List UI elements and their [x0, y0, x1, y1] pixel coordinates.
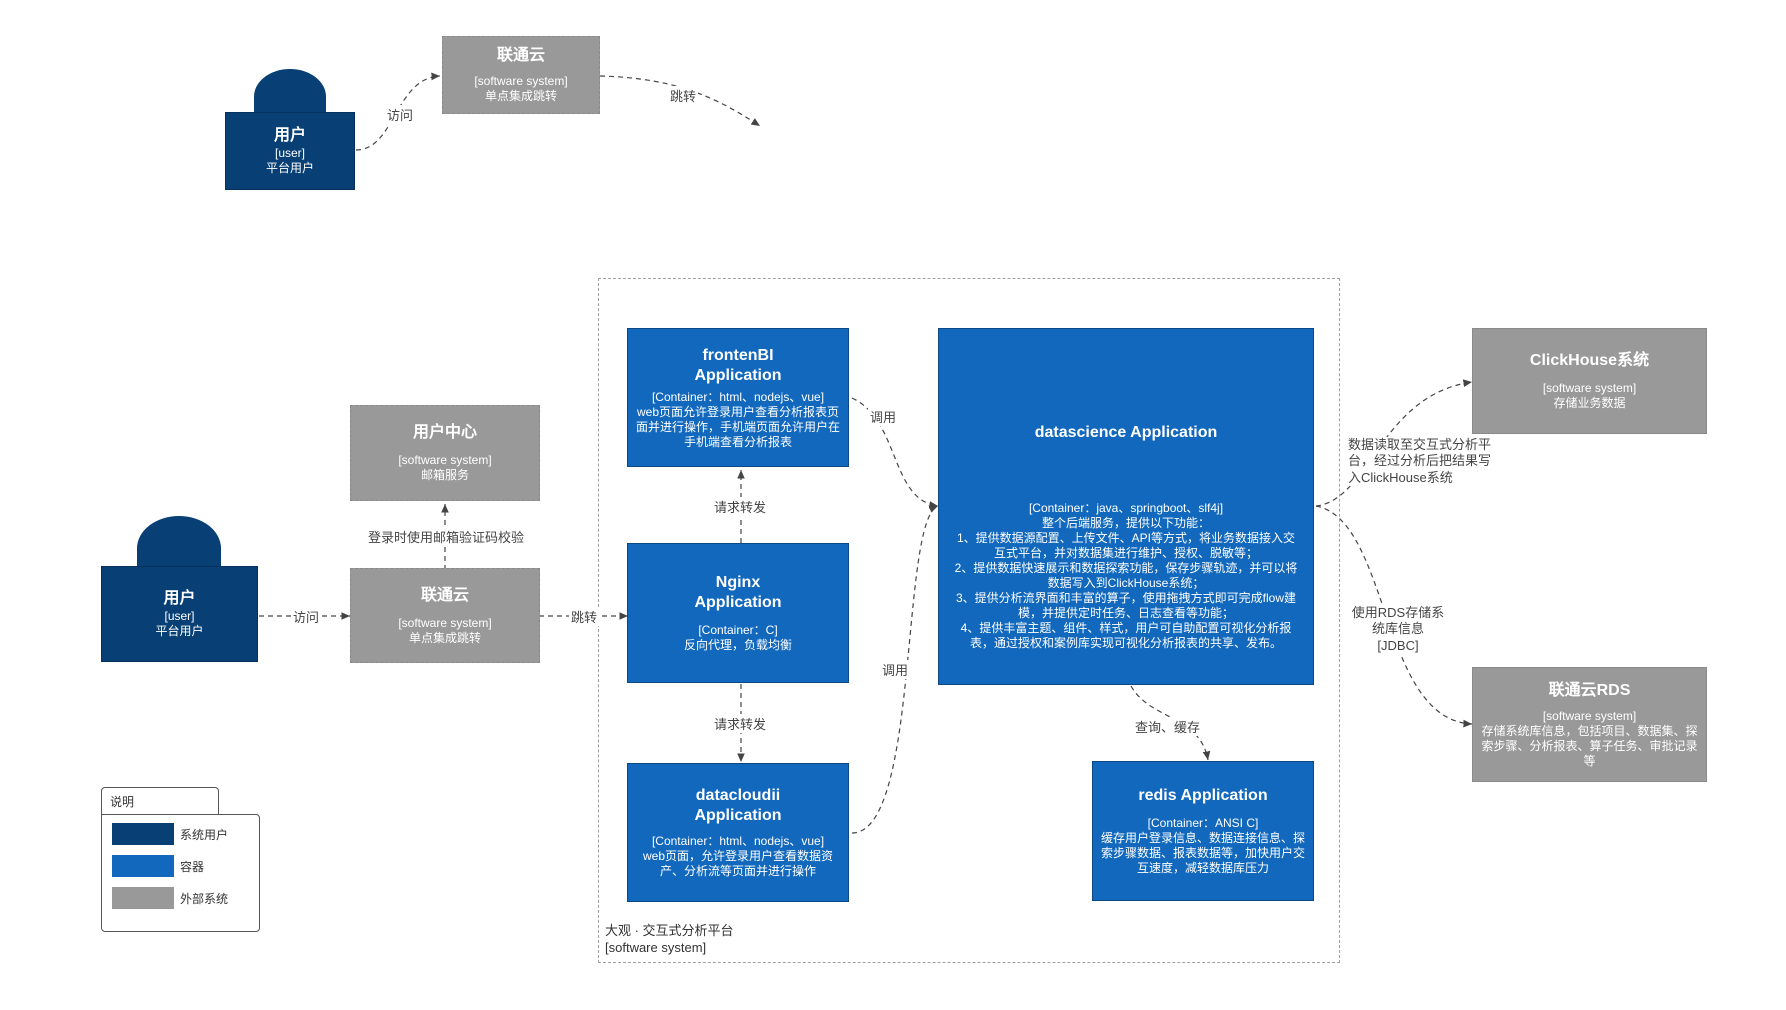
legend: 系统用户 容器 外部系统 [101, 814, 260, 932]
legend-label-external: 外部系统 [180, 892, 229, 906]
person-desc: 平台用户 [155, 624, 204, 638]
system-title: 联通云 [420, 586, 469, 604]
edge-top-jump [599, 75, 761, 127]
container-title: datacloudii [695, 787, 781, 804]
system-desc: 存储系统库信息，包括项目、数据集、探索步骤、分析报表、算子任务、审批记录等 [1481, 723, 1698, 768]
legend-swatch-external [112, 887, 174, 909]
label-call1: 调用 [868, 407, 899, 426]
container-tech: [Container：C] [698, 623, 778, 637]
container-desc-4: 4、提供丰富主题、组件、样式，用户可自助配置可视化分析报表，通过授权和案例库实现… [960, 621, 1292, 650]
edge-call2 [851, 505, 939, 834]
system-title: 用户中心 [412, 424, 477, 441]
label-query: 查询、缓存 [1133, 717, 1203, 736]
label-forward1: 请求转发 [712, 497, 769, 516]
system-unicom[interactable]: 联通云 [software system] 单点集成跳转 [350, 568, 540, 663]
system-desc: 单点集成跳转 [408, 630, 481, 645]
label-rds-tech: [JDBC] [1377, 637, 1419, 653]
legend-label-user: 系统用户 [180, 828, 229, 842]
container-title-2: Application [694, 366, 782, 384]
container-desc-3: 3、提供分析流界面和丰富的算子，使用拖拽方式即可完成flow建模，并提供定时任务… [955, 591, 1297, 620]
person-type: [user] [164, 609, 195, 623]
boundary-type: [software system] [605, 939, 707, 955]
container-desc: 缓存用户登录信息、数据连接信息、探索步骤数据、报表数据等，加快用户交互速度，减轻… [1100, 831, 1305, 875]
person-title: 用户 [163, 590, 196, 607]
container-title: redis Application [1138, 787, 1268, 804]
legend-label-container: 容器 [180, 860, 205, 874]
system-title: 联通云 [496, 47, 545, 64]
label-clickhouse: 数据读取至交互式分析平台，经过分析后把结果写入ClickHouse系统 [1346, 437, 1500, 486]
label-top-visit: 访问 [385, 105, 416, 124]
label-top-jump: 跳转 [668, 86, 699, 105]
person-title: 用户 [273, 127, 306, 144]
system-desc: 单点集成跳转 [484, 89, 557, 103]
person-head [137, 516, 221, 570]
label-call2: 调用 [880, 660, 911, 679]
system-type: [software system] [398, 615, 492, 630]
container-tech: [Container：html、nodejs、vue] [651, 834, 825, 848]
container-title: frontenBI [702, 346, 774, 364]
container-title: datascience Application [1034, 424, 1218, 441]
container-redis[interactable]: redis Application [Container：ANSI C] 缓存用… [1092, 761, 1314, 901]
system-type: [software system] [474, 74, 568, 88]
container-datascience[interactable]: datascience Application [Container：java、… [938, 328, 1314, 685]
container-desc-intro: 整个后端服务，提供以下功能： [1041, 516, 1210, 530]
edge-call1 [851, 397, 939, 509]
legend-swatch-container [112, 855, 174, 877]
system-title: ClickHouse系统 [1529, 352, 1650, 369]
label-forward2: 请求转发 [712, 714, 769, 733]
person-head-top [254, 69, 326, 115]
system-type: [software system] [398, 453, 492, 467]
edge-clickhouse [1315, 379, 1473, 507]
system-unicom-top[interactable]: 联通云 [software system] 单点集成跳转 [442, 36, 600, 114]
label-rds: 使用RDS存储系统库信息 [JDBC] [1348, 605, 1448, 654]
container-title-2: Application [694, 594, 782, 611]
system-clickhouse[interactable]: ClickHouse系统 [software system] 存储业务数据 [1472, 328, 1707, 434]
person-type: [user] [274, 146, 305, 160]
system-usercenter[interactable]: 用户中心 [software system] 邮箱服务 [350, 405, 540, 501]
container-tech: [Container：html、nodejs、vue] [651, 389, 825, 404]
legend-title: 说明 [101, 787, 219, 815]
system-type: [software system] [1542, 708, 1637, 723]
boundary-name: 大观 · 交互式分析平台 [605, 923, 734, 938]
container-datacloud[interactable]: datacloudii Application [Container：html、… [627, 763, 849, 902]
label-visit: 访问 [291, 607, 322, 626]
container-desc-2: 2、提供数据快速展示和数据探索功能，保存步骤轨迹，并可以将数据写入到ClickH… [954, 561, 1298, 590]
container-desc: 反向代理，负载均衡 [683, 638, 792, 652]
container-desc: web页面，允许登录用户查看数据资产、分析流等页面并进行操作 [642, 849, 833, 878]
container-title: Nginx [715, 574, 761, 591]
label-email: 登录时使用邮箱验证码校验 [366, 527, 527, 546]
person-user[interactable]: 用户 [user] 平台用户 [101, 566, 258, 662]
container-nginx[interactable]: Nginx Application [Container：C] 反向代理，负载均… [627, 543, 849, 683]
boundary-label: 大观 · 交互式分析平台 [software system] [605, 923, 734, 957]
person-desc: 平台用户 [265, 161, 314, 175]
container-desc-1: 1、提供数据源配置、上传文件、API等方式，将业务数据接入交互式平台，并对数据集… [956, 531, 1296, 560]
container-tech: [Container：ANSI C] [1147, 816, 1259, 830]
container-desc: web页面允许登录用户查看分析报表页面并进行操作，手机端页面允许用户在手机端查看… [635, 404, 840, 449]
system-desc: 邮箱服务 [420, 468, 469, 482]
label-jump: 跳转 [569, 607, 600, 626]
container-title-2: Application [694, 807, 782, 824]
person-user-top[interactable]: 用户 [user] 平台用户 [225, 112, 355, 190]
system-rds[interactable]: 联通云RDS [software system] 存储系统库信息，包括项目、数据… [1472, 667, 1707, 782]
system-type: [software system] [1542, 381, 1637, 395]
legend-swatch-user [112, 823, 174, 845]
label-rds-text: 使用RDS存储系统库信息 [1351, 605, 1445, 637]
system-desc: 存储业务数据 [1553, 396, 1626, 410]
system-title: 联通云RDS [1548, 681, 1631, 699]
container-tech: [Container：java、springboot、slf4j] [1028, 501, 1224, 515]
container-frontend[interactable]: frontenBI Application [Container：html、no… [627, 328, 849, 467]
